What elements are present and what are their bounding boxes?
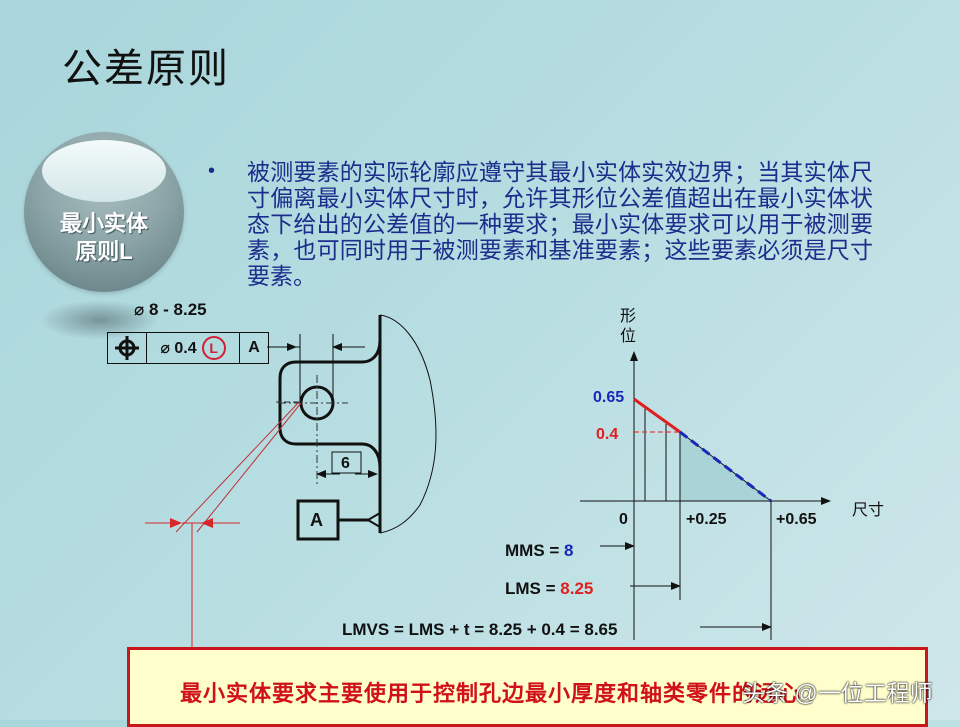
mms-equation: MMS = 8 bbox=[505, 541, 574, 561]
lmvs-equation: LMVS = LMS + t = 8.25 + 0.4 = 8.65 bbox=[342, 620, 618, 639]
mms-value: 8 bbox=[564, 541, 574, 560]
y-tick-065: 0.65 bbox=[593, 389, 625, 406]
badge-label: 最小实体 原则L bbox=[24, 210, 184, 266]
x-tick-025: +0.25 bbox=[686, 511, 727, 528]
note-box: 最小实体要求主要使用于控制孔边最小厚度和轴类零件的远心 bbox=[127, 647, 928, 727]
lms-equation: LMS = 8.25 bbox=[505, 579, 593, 599]
x-axis-label: 尺寸 bbox=[852, 500, 885, 519]
badge-gloss bbox=[42, 140, 166, 202]
principle-description: 被测要素的实际轮廓应遵守其最小实体实效边界；当其实体尺寸偏离最小实体尺寸时，允许… bbox=[247, 160, 873, 290]
badge-line-2: 原则L bbox=[75, 239, 133, 264]
lmc-modifier-icon: L bbox=[201, 336, 226, 360]
x-tick-0: 0 bbox=[619, 511, 628, 528]
y-axis-label-1: 形 bbox=[620, 306, 637, 325]
datum-a-label: A bbox=[310, 510, 323, 530]
datum-cell: A bbox=[248, 339, 260, 356]
note-text: 最小实体要求主要使用于控制孔边最小厚度和轴类零件的远心 bbox=[180, 681, 802, 706]
watermark: 头条 @一位工程师 bbox=[742, 680, 933, 706]
x-tick-065: +0.65 bbox=[776, 511, 817, 528]
tolerance-chart bbox=[580, 351, 831, 640]
principle-badge: 最小实体 原则L bbox=[24, 132, 184, 292]
dimension-6: 6 bbox=[341, 455, 350, 472]
position-icon bbox=[108, 333, 147, 363]
mms-label: MMS = bbox=[505, 541, 565, 560]
tolerance-cell: ⌀ 0.4 L bbox=[147, 333, 240, 363]
slide-title: 公差原则 bbox=[62, 46, 230, 92]
y-axis-label-2: 位 bbox=[620, 326, 637, 345]
badge-line-1: 最小实体 bbox=[59, 211, 148, 236]
tolerance-value: ⌀ 0.4 bbox=[160, 340, 197, 357]
lms-label: LMS = bbox=[505, 579, 561, 598]
bullet-icon: • bbox=[208, 160, 216, 182]
lms-value: 8.25 bbox=[560, 579, 594, 598]
feature-control-frame: ⌀ 0.4 L A bbox=[107, 332, 269, 364]
badge-shadow bbox=[40, 300, 160, 340]
y-tick-04: 0.4 bbox=[596, 426, 619, 443]
size-callout: ⌀ 8 - 8.25 bbox=[134, 300, 207, 319]
